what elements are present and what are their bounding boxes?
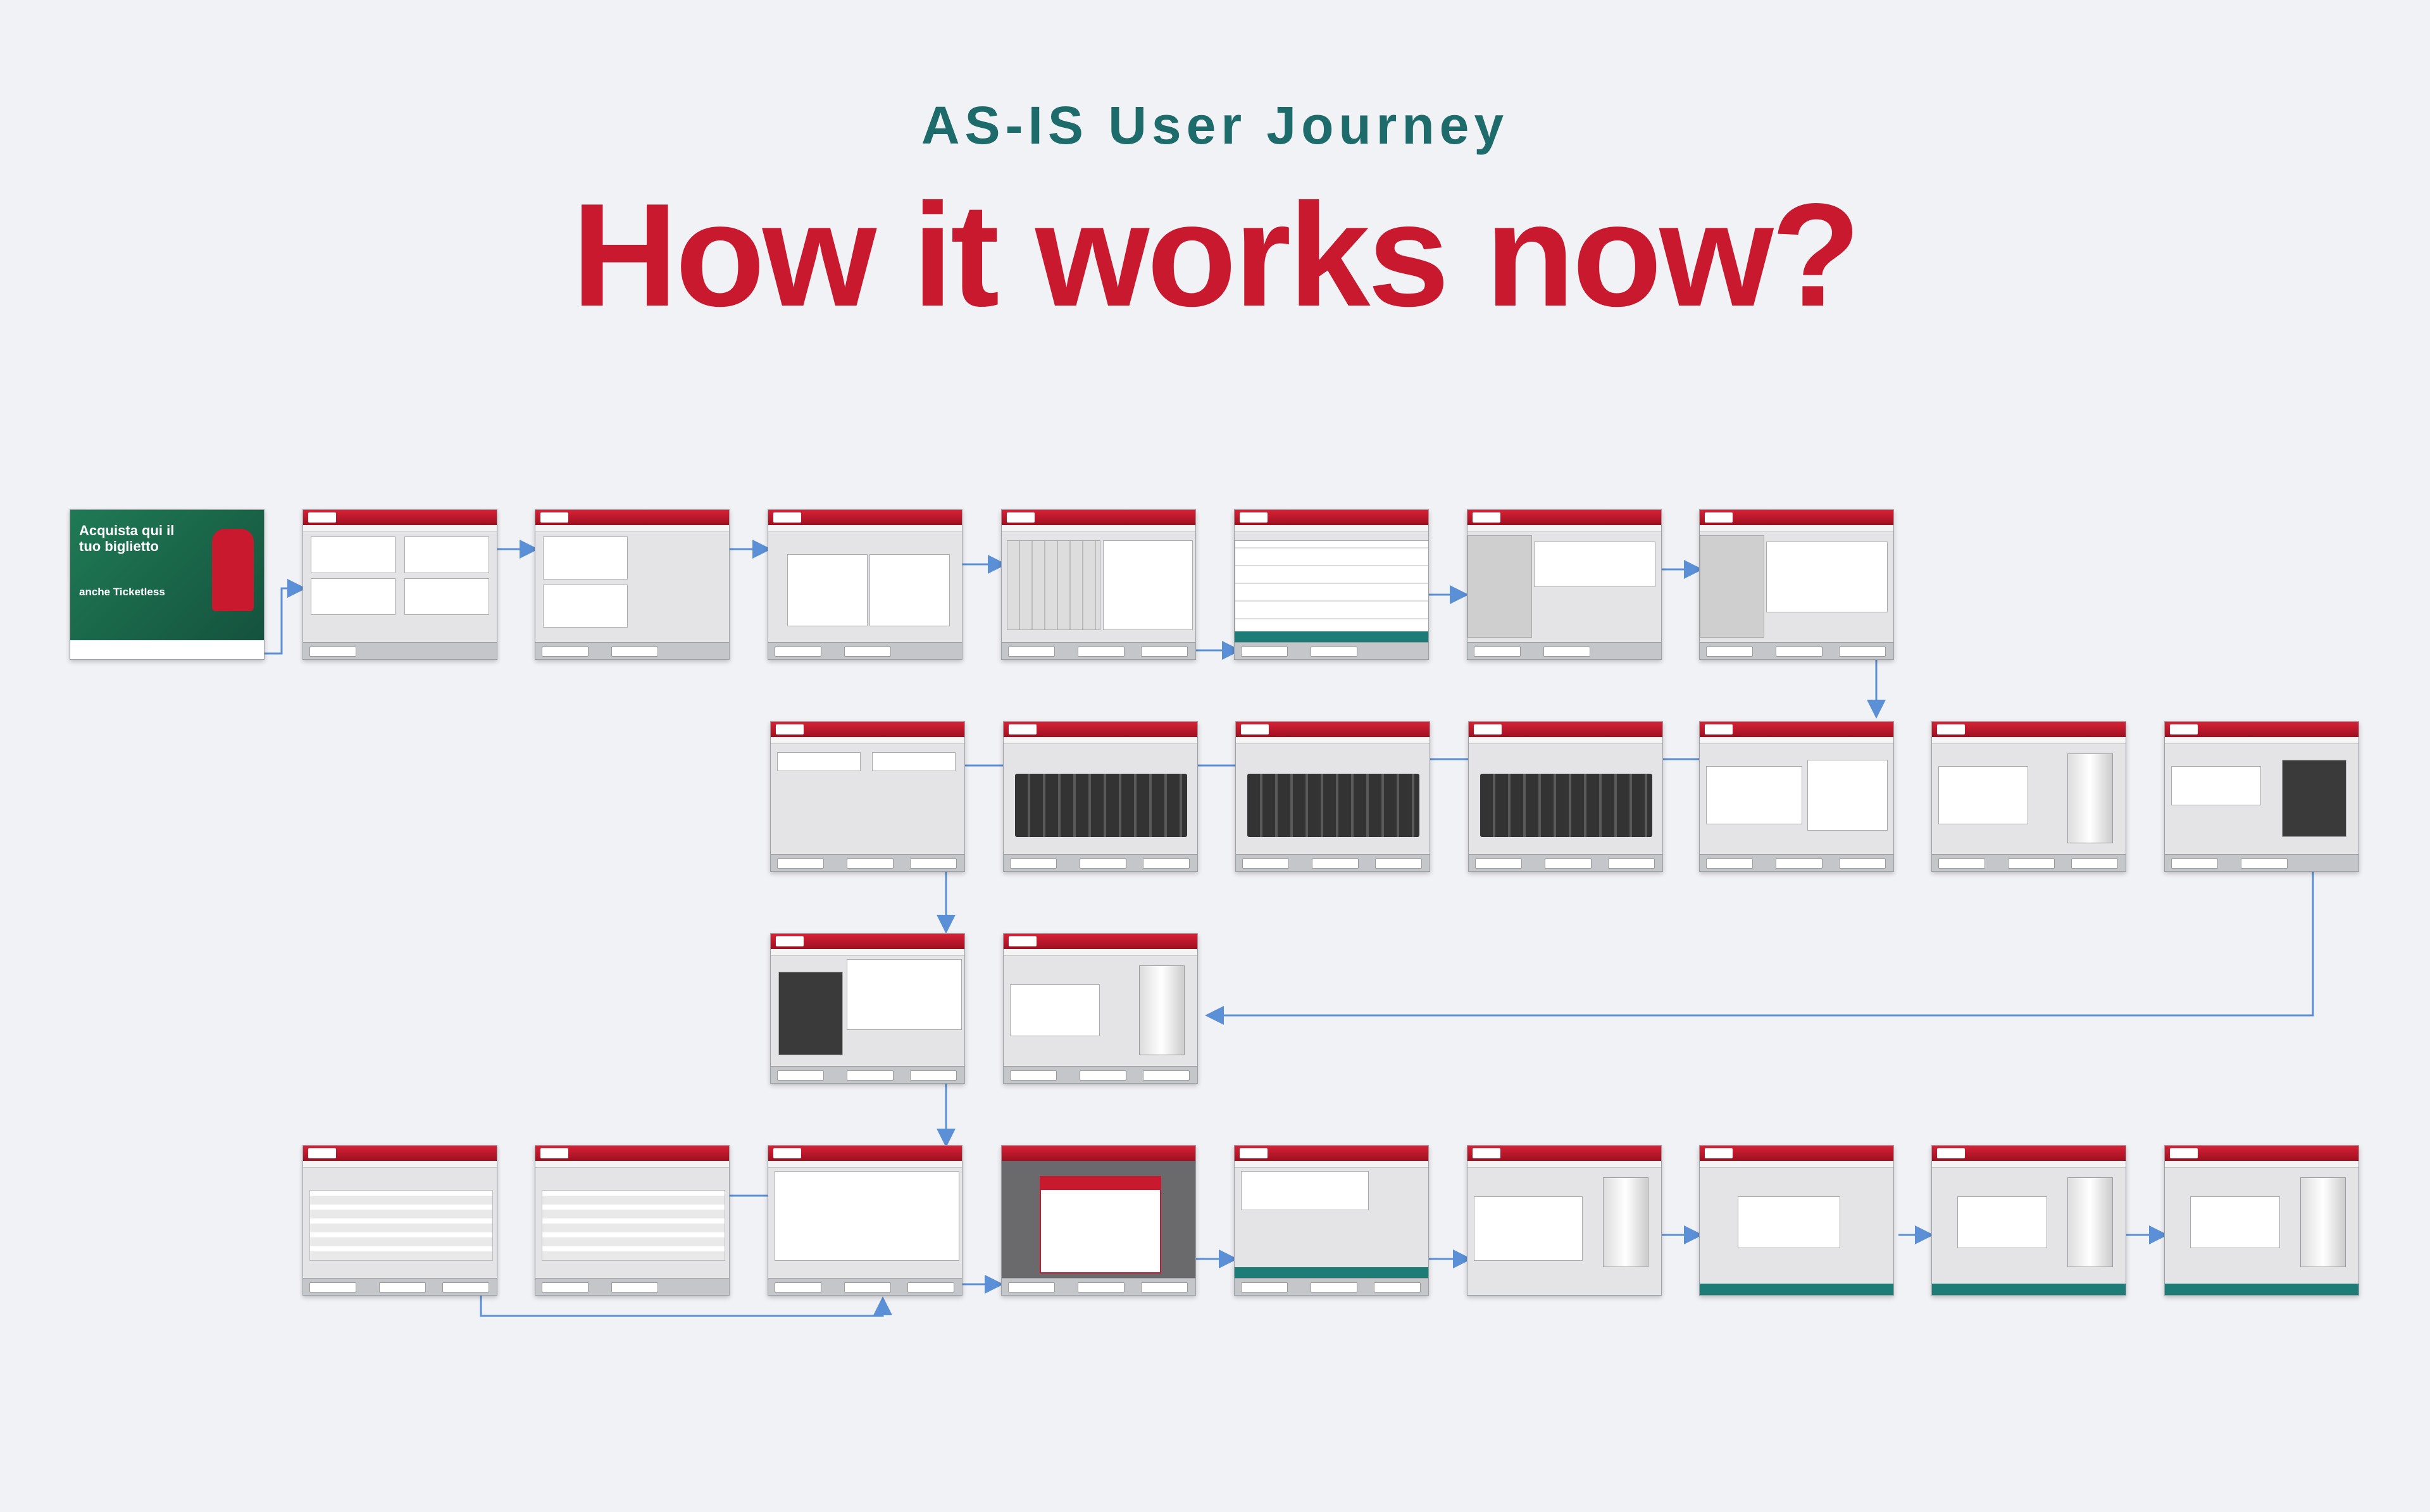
- screen-24-payment-done: [1699, 1145, 1894, 1296]
- kiosk-illustration-icon: [1139, 965, 1185, 1055]
- onscreen-keyboard: [1015, 774, 1187, 837]
- surname-field: [872, 752, 956, 771]
- name-box: [1010, 984, 1100, 1036]
- buy-ticket-tile-2: [543, 585, 628, 628]
- trenitalia-logo-icon: [776, 936, 804, 946]
- trenitalia-logo-icon: [1937, 724, 1965, 734]
- screen-10-keyboard: [1003, 721, 1198, 872]
- attention-dialog: [1040, 1176, 1161, 1273]
- screen-19-seat-map: [535, 1145, 730, 1296]
- time-slots: [1103, 540, 1193, 630]
- buy-ticket-tile-2: [311, 578, 396, 615]
- screen-16-contact-data: [770, 933, 965, 1084]
- name-field: [777, 752, 861, 771]
- trenitalia-logo-icon: [1007, 512, 1035, 523]
- privacy-box: [1938, 766, 2028, 824]
- trenitalia-logo-icon: [1473, 512, 1500, 523]
- journey-title: How it works now?: [571, 173, 1861, 337]
- screen-12-keyboard: [1468, 721, 1663, 872]
- services-tile: [404, 536, 489, 573]
- reprint-tile: [404, 578, 489, 615]
- seat-table: [775, 1171, 959, 1261]
- trenitalia-logo-icon: [1705, 724, 1733, 734]
- screen-6-train-list: [1234, 509, 1429, 660]
- train-results: [1235, 540, 1428, 636]
- passenger-steppers: [1766, 542, 1888, 612]
- screen-18-seat-map: [302, 1145, 497, 1296]
- screen-3-service-select: [535, 509, 730, 660]
- print-status: [1738, 1196, 1840, 1248]
- trenitalia-logo-icon: [2170, 1148, 2198, 1158]
- language-flags: [70, 640, 264, 659]
- numeric-keypad: [778, 972, 843, 1055]
- station-list-left: [787, 554, 868, 626]
- trenitalia-logo-icon: [1474, 724, 1502, 734]
- screen-11-keyboard: [1235, 721, 1430, 872]
- buy-ticket-tile: [311, 536, 396, 573]
- station-list-right: [869, 554, 950, 626]
- onscreen-keyboard: [1480, 774, 1652, 837]
- fare-column: [1700, 535, 1764, 638]
- trenitalia-logo-icon: [1009, 724, 1037, 734]
- screen-14-card-read: [1931, 721, 2126, 872]
- screen-13-privacy: [1699, 721, 1894, 872]
- trenitalia-logo-icon: [1241, 724, 1269, 734]
- trenitalia-logo-icon: [1705, 512, 1733, 523]
- trenitalia-logo-icon: [1705, 1148, 1733, 1158]
- promo-subline: anche Ticketless: [79, 586, 165, 598]
- screen-1-promo: Acquista qui il tuo biglietto anche Tick…: [70, 509, 265, 660]
- screen-15-card-code: [2164, 721, 2359, 872]
- kiosk-illustration-icon: [2300, 1177, 2346, 1267]
- screen-4-itinerary: [768, 509, 963, 660]
- trenitalia-logo-icon: [540, 512, 568, 523]
- kiosk-illustration-icon: [2067, 1177, 2113, 1267]
- privacy-options: [847, 959, 962, 1030]
- print-status: [1957, 1196, 2047, 1248]
- trenitalia-logo-icon: [1937, 1148, 1965, 1158]
- summary-table: [1241, 1171, 1369, 1210]
- fare-column: [1467, 535, 1532, 638]
- print-status: [2190, 1196, 2280, 1248]
- payment-methods: [1474, 1196, 1583, 1261]
- fare-prices: [1534, 542, 1655, 587]
- screen-2-main-menu: [302, 509, 497, 660]
- screen-25-printing: [1931, 1145, 2126, 1296]
- trenitalia-logo-icon: [1240, 512, 1268, 523]
- privacy-box: [2171, 766, 2261, 805]
- screen-5-calendar: [1001, 509, 1196, 660]
- trenitalia-logo-icon: [540, 1148, 568, 1158]
- screen-21-attention-dialog: [1001, 1145, 1196, 1296]
- screen-17-name-entry: [1003, 933, 1198, 1084]
- screen-23-payment: [1467, 1145, 1662, 1296]
- screen-26-goodbye: [2164, 1145, 2359, 1296]
- trenitalia-logo-icon: [776, 724, 804, 734]
- card-options: [1807, 760, 1888, 831]
- trenitalia-logo-icon: [1009, 936, 1037, 946]
- trenitalia-logo-icon: [1473, 1148, 1500, 1158]
- screen-22-summary: [1234, 1145, 1429, 1296]
- calendar-grid: [1007, 540, 1100, 630]
- onscreen-keyboard: [1247, 774, 1419, 837]
- trenitalia-logo-icon: [2170, 724, 2198, 734]
- trenitalia-logo-icon: [773, 1148, 801, 1158]
- screen-9-passenger-confirm: [770, 721, 965, 872]
- seat-map: [309, 1190, 493, 1261]
- trenitalia-logo-icon: [308, 512, 336, 523]
- journey-subtitle: AS-IS User Journey: [921, 96, 1509, 155]
- trenitalia-logo-icon: [308, 1148, 336, 1158]
- promo-headline: Acquista qui il tuo biglietto: [79, 523, 175, 554]
- screen-8-passengers-count: [1699, 509, 1894, 660]
- privacy-box: [1706, 766, 1802, 824]
- screen-20-seat-list: [768, 1145, 963, 1296]
- seat-map: [542, 1190, 725, 1261]
- numeric-keypad: [2282, 760, 2346, 837]
- kiosk-illustration-icon: [1603, 1177, 1648, 1267]
- trenitalia-logo-icon: [773, 512, 801, 523]
- buy-ticket-tile: [543, 536, 628, 579]
- screen-7-fare-select: [1467, 509, 1662, 660]
- trenitalia-logo-icon: [1240, 1148, 1268, 1158]
- kiosk-illustration-icon: [2067, 753, 2113, 843]
- kiosk-mascot-icon: [212, 529, 254, 611]
